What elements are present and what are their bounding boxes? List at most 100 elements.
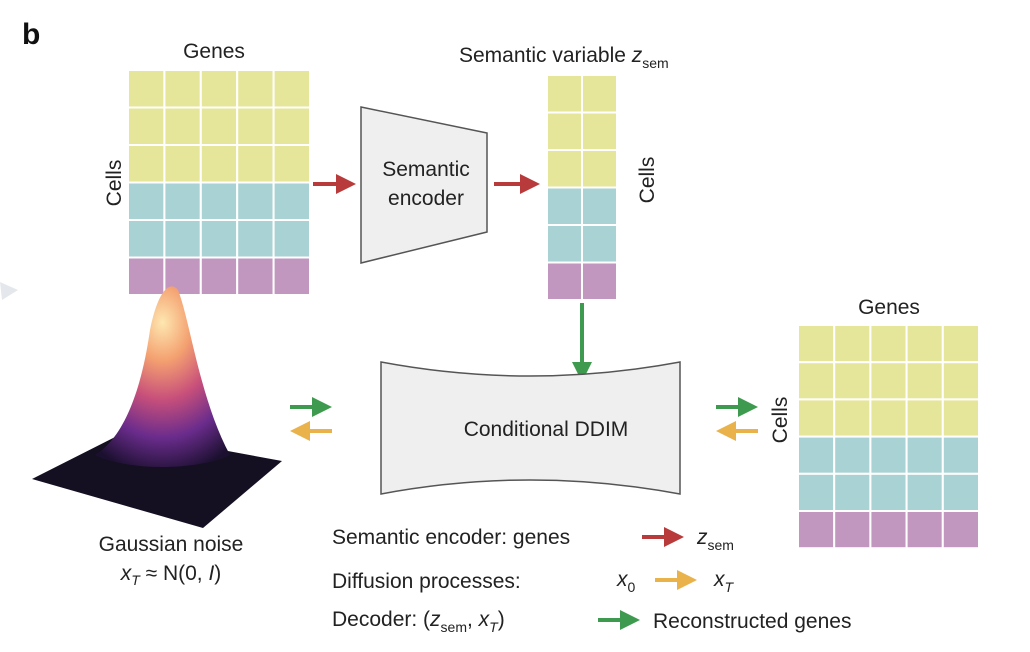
input-matrix-cells-label: Cells xyxy=(103,160,126,207)
input-matrix-cell-teal xyxy=(127,219,166,259)
output-matrix-cell-yellow xyxy=(797,324,836,364)
input-matrix-cell-yellow xyxy=(163,69,202,109)
input-matrix-cell-purple xyxy=(127,256,166,296)
noise-caption: Gaussian noise xyxy=(99,533,244,556)
latent-matrix-cell-yellow xyxy=(546,111,583,151)
semantic-encoder-block: Semantic encoder xyxy=(360,106,488,264)
legend-diffusion-target: xT xyxy=(713,568,735,595)
output-matrix-cell-yellow xyxy=(869,361,908,401)
output-matrix-cell-yellow xyxy=(941,324,980,364)
output-matrix-cell-teal xyxy=(941,472,980,512)
output-matrix-cell-yellow xyxy=(941,361,980,401)
input-matrix-cell-yellow xyxy=(127,106,166,146)
output-matrix-cell-yellow xyxy=(941,398,980,438)
input-matrix-cell-yellow xyxy=(199,69,239,109)
output-matrix-cell-teal xyxy=(905,472,944,512)
panel-label: b xyxy=(22,18,40,51)
latent-matrix-cell-yellow xyxy=(546,74,583,114)
legend-decoder-target: Reconstructed genes xyxy=(653,610,851,633)
legend-encoder-text: Semantic encoder: genes xyxy=(332,526,570,549)
latent-matrix-cell-purple xyxy=(581,261,618,301)
output-matrix-cell-yellow xyxy=(905,361,944,401)
output-matrix-cell-teal xyxy=(833,472,872,512)
latent-matrix-grid xyxy=(546,74,618,301)
output-matrix-cell-teal xyxy=(869,435,908,475)
output-matrix-grid xyxy=(797,324,980,550)
output-matrix-cell-teal xyxy=(833,435,872,475)
legend-decoder-text: Decoder: (zsem, xT) xyxy=(332,608,505,635)
input-matrix-cell-teal xyxy=(272,181,312,221)
semantic-encoder-label-line2: encoder xyxy=(388,187,464,210)
semantic-variable-matrix: Semantic variable zsem Cells xyxy=(459,44,669,301)
output-matrix-cell-teal xyxy=(905,435,944,475)
conditional-ddim-block: Conditional DDIM xyxy=(380,361,681,495)
input-matrix-cell-yellow xyxy=(127,69,166,109)
legend-diffusion-text: Diffusion processes: xyxy=(332,570,521,593)
legend-diffusion-from: x0 xyxy=(616,568,636,595)
input-matrix-grid xyxy=(127,69,312,296)
reconstructed-gene-matrix: Genes Cells xyxy=(769,296,980,550)
latent-matrix-cell-yellow xyxy=(581,74,618,114)
latent-matrix-cell-teal xyxy=(546,186,583,226)
input-matrix-cell-purple xyxy=(272,256,312,296)
output-matrix-cell-teal xyxy=(797,472,836,512)
input-matrix-cell-yellow xyxy=(272,69,312,109)
input-matrix-cell-teal xyxy=(127,181,166,221)
input-matrix-genes-label: Genes xyxy=(183,40,245,63)
output-matrix-cell-yellow xyxy=(797,361,836,401)
output-matrix-cell-purple xyxy=(833,510,872,550)
latent-matrix-cell-purple xyxy=(546,261,583,301)
latent-matrix-cell-teal xyxy=(581,186,618,226)
input-matrix-cell-yellow xyxy=(272,106,312,146)
noise-formula: xT ≈ N(0, I) xyxy=(120,562,222,588)
semantic-encoder-label-line1: Semantic xyxy=(382,158,470,181)
conditional-ddim-label: Conditional DDIM xyxy=(464,418,629,441)
semantic-variable-title: Semantic variable zsem xyxy=(459,44,669,71)
input-matrix-cell-yellow xyxy=(236,144,275,184)
latent-matrix-cell-yellow xyxy=(581,149,618,189)
output-matrix-cells-label: Cells xyxy=(769,397,792,444)
input-matrix-cell-yellow xyxy=(163,144,202,184)
input-matrix-cell-yellow xyxy=(236,69,275,109)
output-matrix-cell-yellow xyxy=(869,324,908,364)
output-matrix-cell-purple xyxy=(941,510,980,550)
output-matrix-cell-yellow xyxy=(905,324,944,364)
input-matrix-cell-yellow xyxy=(199,106,239,146)
output-matrix-cell-purple xyxy=(797,510,836,550)
input-matrix-cell-teal xyxy=(272,219,312,259)
noise-surface-peak xyxy=(95,286,230,468)
output-matrix-genes-label: Genes xyxy=(858,296,920,319)
input-matrix-cell-purple xyxy=(199,256,239,296)
latent-matrix-cell-teal xyxy=(546,224,583,264)
input-matrix-cell-teal xyxy=(236,219,275,259)
output-matrix-cell-teal xyxy=(797,435,836,475)
output-matrix-cell-teal xyxy=(941,435,980,475)
latent-matrix-cell-teal xyxy=(581,224,618,264)
input-matrix-cell-teal xyxy=(236,181,275,221)
output-matrix-cell-teal xyxy=(869,472,908,512)
input-matrix-cell-yellow xyxy=(272,144,312,184)
output-matrix-cell-yellow xyxy=(833,361,872,401)
input-gene-matrix: Genes Cells xyxy=(103,40,312,296)
gaussian-noise-surface xyxy=(0,282,282,528)
latent-matrix-cell-yellow xyxy=(546,149,583,189)
input-matrix-cell-yellow xyxy=(236,106,275,146)
output-matrix-cell-yellow xyxy=(869,398,908,438)
input-matrix-cell-teal xyxy=(163,219,202,259)
input-matrix-cell-teal xyxy=(199,219,239,259)
legend: Semantic encoder: genes zsem Diffusion p… xyxy=(332,526,851,635)
output-matrix-cell-purple xyxy=(905,510,944,550)
output-matrix-cell-yellow xyxy=(797,398,836,438)
cropped-edge-fragment xyxy=(0,282,18,300)
semantic-encoder-shape xyxy=(360,106,488,264)
output-matrix-cell-yellow xyxy=(905,398,944,438)
input-matrix-cell-yellow xyxy=(199,144,239,184)
input-matrix-cell-purple xyxy=(236,256,275,296)
latent-matrix-cell-yellow xyxy=(581,111,618,151)
input-matrix-cell-yellow xyxy=(127,144,166,184)
input-matrix-cell-teal xyxy=(199,181,239,221)
output-matrix-cell-yellow xyxy=(833,398,872,438)
input-matrix-cell-teal xyxy=(163,181,202,221)
input-matrix-cell-yellow xyxy=(163,106,202,146)
